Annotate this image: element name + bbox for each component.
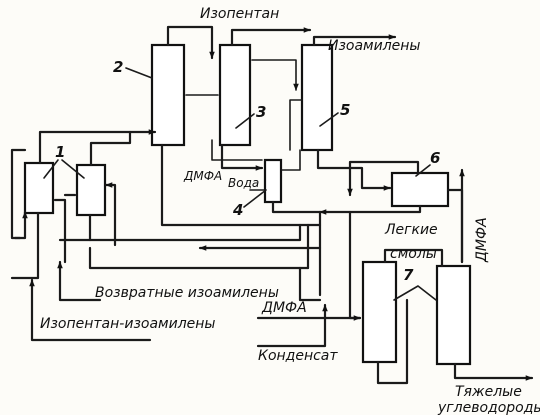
solvent-line xyxy=(348,210,362,320)
dmf-vertical-label: ДМФА xyxy=(474,217,490,263)
return-isoamylenes-label: Возвратные изоамилены xyxy=(95,285,279,301)
col5-bottom-line xyxy=(316,148,392,191)
column-2 xyxy=(150,43,186,147)
absorber-column-1a xyxy=(23,161,55,215)
vessel-6 xyxy=(390,171,450,208)
sep4-bottom-line xyxy=(271,200,322,214)
unit-4-label: 4 xyxy=(232,201,243,219)
abs1-top-line xyxy=(38,129,157,165)
unit-4-leader xyxy=(243,189,267,208)
unit-6-label: 6 xyxy=(430,149,440,167)
abs1-left-loop xyxy=(10,148,27,240)
separator-4 xyxy=(263,158,283,204)
abs1b-feed xyxy=(104,182,117,247)
dmf-in-label: ДМФА xyxy=(261,300,307,316)
column-5 xyxy=(300,43,334,152)
isopentane-label: Изопентан xyxy=(200,6,279,22)
vessel6-top-line xyxy=(347,160,420,197)
unit-3-leader xyxy=(235,113,255,129)
return-isoamylenes-arrow xyxy=(57,260,102,302)
col3-col5-line xyxy=(251,59,299,91)
column-3 xyxy=(218,43,252,147)
isopentane-line xyxy=(230,27,312,47)
unit-7-label: 7 xyxy=(403,266,414,284)
unit-6-leader xyxy=(415,164,431,177)
water-label: Вода xyxy=(228,176,259,190)
upper-return-line xyxy=(58,223,302,242)
col3-side-line xyxy=(211,139,263,161)
light-resins-label-1: Легкие xyxy=(384,222,438,238)
unit-5-label: 5 xyxy=(340,101,350,119)
col7-bottom-link xyxy=(376,298,409,385)
heavy-label-2: углеводороды xyxy=(437,400,540,415)
vessel6-right-line xyxy=(446,188,464,264)
heavy-hydrocarbons-line xyxy=(453,362,534,381)
column-7a xyxy=(361,260,398,364)
feed-line xyxy=(29,278,152,342)
abs1-right-drop xyxy=(53,198,67,264)
light-resins-label-2: смолы xyxy=(390,246,437,262)
unit-1-label: 1 xyxy=(55,143,65,161)
condensate-line xyxy=(256,303,328,348)
abs1-inlet-arrow xyxy=(13,210,28,240)
col7-link-top xyxy=(383,248,444,268)
col2-overhead-line xyxy=(166,25,215,60)
isoamylenes-line xyxy=(312,34,397,47)
col7-cross xyxy=(393,285,437,301)
absorber-column-1b xyxy=(75,163,107,217)
condensate-label: Конденсат xyxy=(258,348,338,364)
return-isoamylenes-line xyxy=(88,246,310,270)
dmf-water-label: ДМФА xyxy=(183,169,222,183)
abs1b-top-line xyxy=(89,130,132,167)
mid-vertical xyxy=(298,266,322,302)
sep4-to-col5 xyxy=(281,149,301,171)
unit-2-leader xyxy=(125,67,153,79)
unit-3-label: 3 xyxy=(256,103,266,121)
col2-bottom-line xyxy=(160,143,322,227)
unit-5-leader xyxy=(319,112,339,127)
heavy-label-1: Тяжелые xyxy=(455,384,522,400)
light-resins-line xyxy=(318,204,422,215)
abs1-bottom-line xyxy=(10,211,40,280)
unit-2-label: 2 xyxy=(113,58,123,76)
col5-reflux-line xyxy=(289,99,303,151)
feed-label: Изопентан-изоамилены xyxy=(40,316,215,332)
column-7b xyxy=(435,264,472,366)
isoamylenes-label: Изоамилены xyxy=(328,38,421,54)
unit-1-leader xyxy=(43,159,85,179)
col3-bottom-line xyxy=(220,143,264,171)
